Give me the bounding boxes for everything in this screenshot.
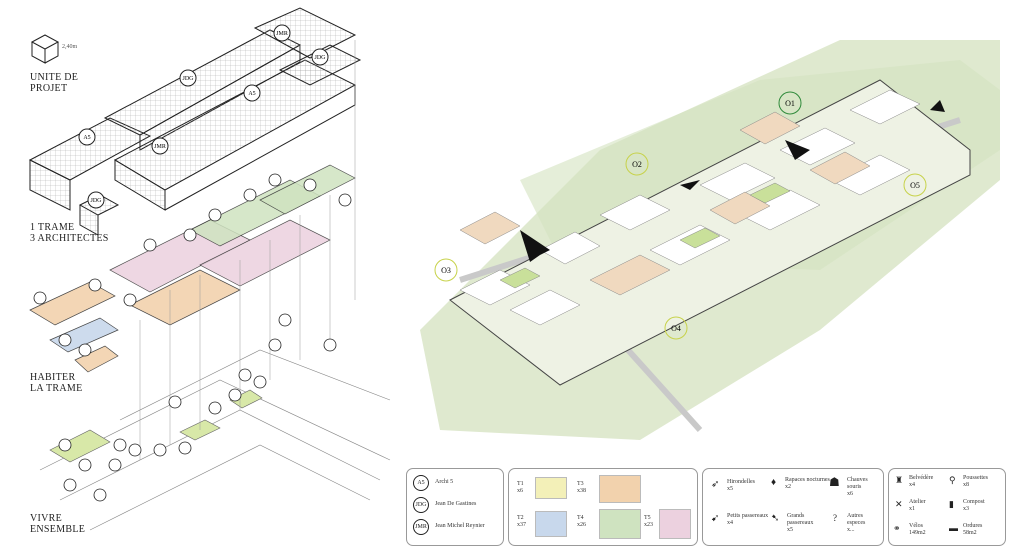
swatch-t3 (599, 475, 641, 503)
owl-icon: ♦ (771, 477, 777, 488)
tag-jdg-icon: JDG (413, 497, 429, 513)
title-unite: UNITE DE PROJET (30, 72, 78, 94)
compost-icon: ▮ (949, 499, 954, 509)
ground-plan (39, 349, 391, 531)
legend-architects: A5 Archi 5 JDG Jean De Gastines JMR Jean… (406, 468, 504, 546)
tag-jmr-1: JMR (276, 31, 288, 37)
marker-o1: O1 (778, 91, 802, 115)
tower-icon: ♜ (895, 475, 904, 485)
title-habiter-line1: HABITER (30, 372, 76, 383)
small-bird-icon: ➹ (711, 513, 720, 524)
svg-text:O5: O5 (910, 181, 920, 190)
stroller-icon: ⚲ (949, 475, 956, 485)
tag-jmr-icon: JMR (413, 519, 429, 535)
axonometric-diagram: JMR JDG JDG A5 A5 JMR JDG (28, 7, 391, 531)
tools-icon: ✕ (895, 499, 903, 509)
swatch-t5 (659, 509, 691, 539)
architect-name-3: Jean Michel Reynier (435, 523, 485, 529)
title-habiter: HABITER LA TRAME (30, 372, 83, 394)
tag-jdg-2: JDG (182, 76, 194, 82)
svg-text:O3: O3 (441, 266, 451, 275)
svg-text:O2: O2 (632, 160, 642, 169)
architect-tags: JMR JDG JDG A5 A5 JMR JDG (78, 24, 329, 209)
architect-name-1: Archi 5 (435, 479, 454, 485)
swatch-t4 (599, 509, 641, 539)
architect-name-2: Jean De Gastines (435, 501, 477, 507)
projection-lines (139, 40, 356, 460)
title-vivre: VIVRE ENSEMBLE (30, 513, 85, 535)
bird-silhouettes (520, 100, 945, 262)
trash-icon: ▬ (949, 523, 958, 533)
swatch-t1 (535, 477, 567, 499)
title-unite-line2: PROJET (30, 83, 68, 94)
question-icon: ? (833, 513, 837, 523)
tag-jmr-2: JMR (154, 144, 166, 150)
swatch-t2 (535, 511, 567, 537)
title-trame: 1 TRAME 3 ARCHITECTES (30, 222, 109, 244)
title-vivre-line1: VIVRE (30, 513, 63, 524)
marker-o4: O4 (664, 316, 688, 340)
tag-a5-2: A5 (83, 135, 90, 141)
title-trame-line1: 1 TRAME (30, 222, 75, 233)
title-trame-line2: 3 ARCHITECTES (30, 233, 109, 244)
marker-o2: O2 (625, 152, 649, 176)
tag-a5-icon: A5 (413, 475, 429, 491)
buildings (459, 89, 921, 326)
tag-jdg-1: JDG (314, 55, 326, 61)
title-vivre-line2: ENSEMBLE (30, 524, 86, 535)
swallow-icon: ➶ (711, 479, 720, 490)
marker-o5: O5 (903, 173, 927, 197)
large-bird-icon: ➷ (771, 513, 780, 524)
pin-markers (33, 173, 352, 502)
tag-a5-1: A5 (248, 91, 255, 97)
svg-text:O1: O1 (785, 99, 795, 108)
title-habiter-line2: LA TRAME (30, 383, 83, 394)
title-unite-line1: UNITE DE (30, 72, 79, 83)
bat-icon: ☗ (829, 475, 840, 489)
scale-cube-icon (30, 34, 60, 64)
bike-icon: ⚭ (893, 523, 901, 533)
site-map: O1 O2 O3 O4 O5 (420, 40, 1000, 440)
scale-label: 2,40m (62, 44, 78, 50)
svg-text:O4: O4 (671, 324, 681, 333)
tag-jdg-3: JDG (90, 198, 102, 204)
marker-o3: O3 (434, 258, 458, 282)
trame-clusters (29, 164, 356, 373)
open-space-markers: O1 O2 O3 O4 O5 (434, 91, 927, 340)
